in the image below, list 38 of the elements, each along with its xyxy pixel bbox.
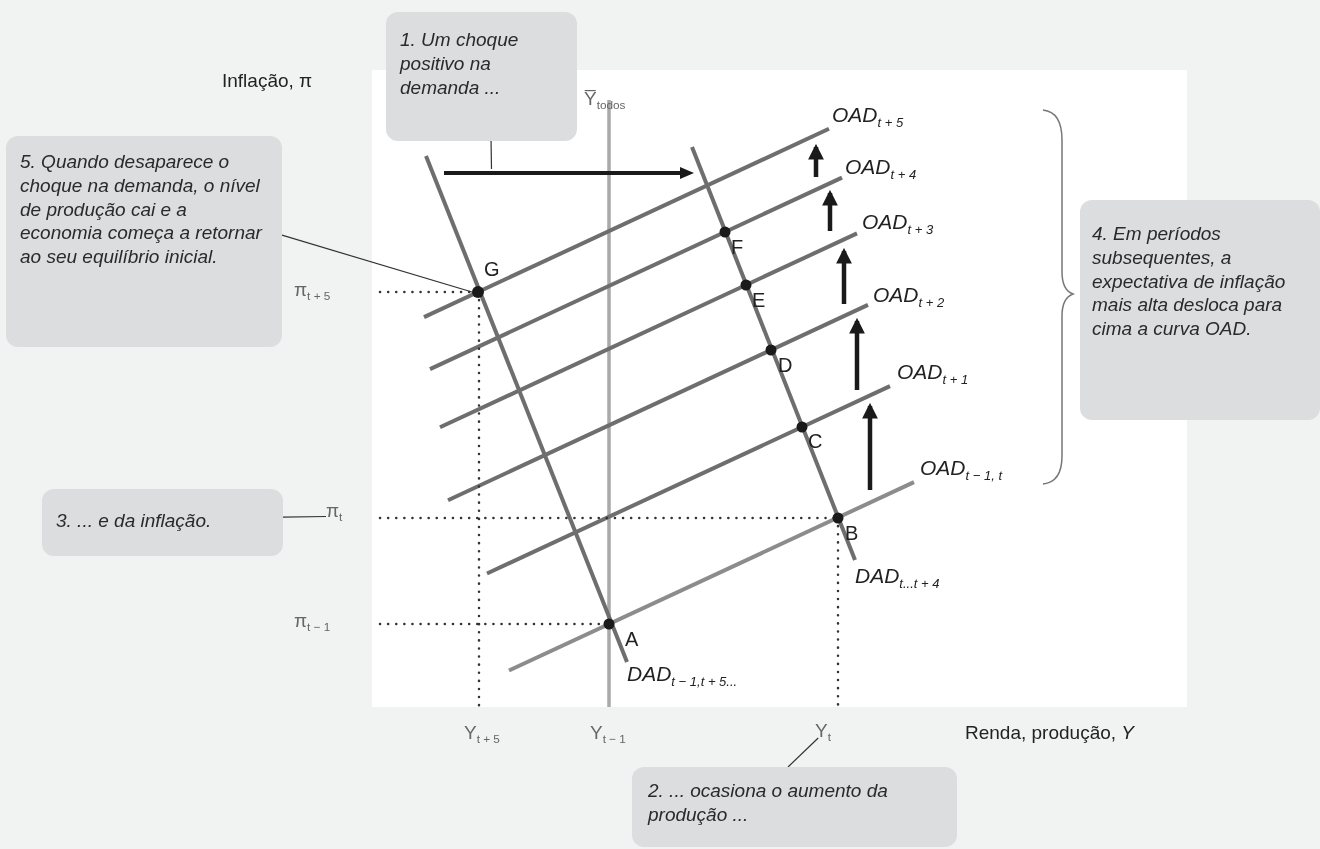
- tick-label: π$_{t − 1}$: [294, 610, 331, 634]
- callout-text: 2. ... ocasiona o aumento da produção ...: [648, 780, 888, 825]
- callout-box: [632, 767, 957, 847]
- curve-label: OAD$_{t + 5}$: [832, 103, 904, 130]
- curve-label: DAD$_{t − 1,t + 5...}$: [627, 662, 738, 689]
- axis-title: Inflação, π: [222, 70, 313, 92]
- point-label: C: [808, 430, 823, 453]
- point-label: D: [778, 354, 793, 377]
- leader-line: [281, 234, 473, 293]
- callout-text: 1. Um choque positivo na demanda ...: [400, 29, 519, 98]
- tick-label: π$_{t}$: [326, 500, 343, 524]
- point-label: E: [752, 289, 766, 312]
- callout-text: 5. Quando desaparece o choque na demanda, o nível de produção cai e a economia começa a retornar ao seu equilíbrio inicial.: [20, 151, 262, 267]
- tick-label: Y$_{t + 5}$: [464, 722, 500, 746]
- callout-box: [1080, 200, 1320, 420]
- leader-line: [787, 737, 819, 768]
- leader-line: [490, 140, 493, 170]
- point-label: F: [731, 236, 744, 259]
- tick-label: Y$_{t}$: [815, 720, 831, 744]
- callout-box: [42, 489, 283, 556]
- curve-label: Y̅$_{todos}$: [584, 88, 626, 112]
- leader-line: [282, 515, 327, 518]
- curve-label: OAD$_{t + 4}$: [845, 155, 917, 182]
- tick-label: π$_{t + 5}$: [294, 279, 331, 303]
- point-label: A: [625, 628, 639, 651]
- callout-text: 3. ... e da inflação.: [56, 510, 212, 531]
- point-label: G: [484, 258, 500, 281]
- callout-box: [386, 12, 577, 141]
- tick-label: Y$_{t − 1}$: [590, 722, 626, 746]
- curve-label: OAD$_{t − 1, t}$: [920, 456, 1003, 483]
- curve-label: OAD$_{t + 1}$: [897, 360, 969, 387]
- axis-title: Renda, produção, Y: [965, 722, 1135, 744]
- callout-box: [6, 136, 282, 347]
- point-label: B: [845, 522, 859, 545]
- curve-label: OAD$_{t + 3}$: [862, 210, 934, 237]
- curve-label: DAD$_{t...t + 4}$: [855, 564, 940, 591]
- callout-text: 4. Em períodos subsequentes, a expectativa de inflação mais alta desloca para cima a curva OAD.: [1092, 223, 1286, 339]
- curve-label: OAD$_{t + 2}$: [873, 283, 945, 310]
